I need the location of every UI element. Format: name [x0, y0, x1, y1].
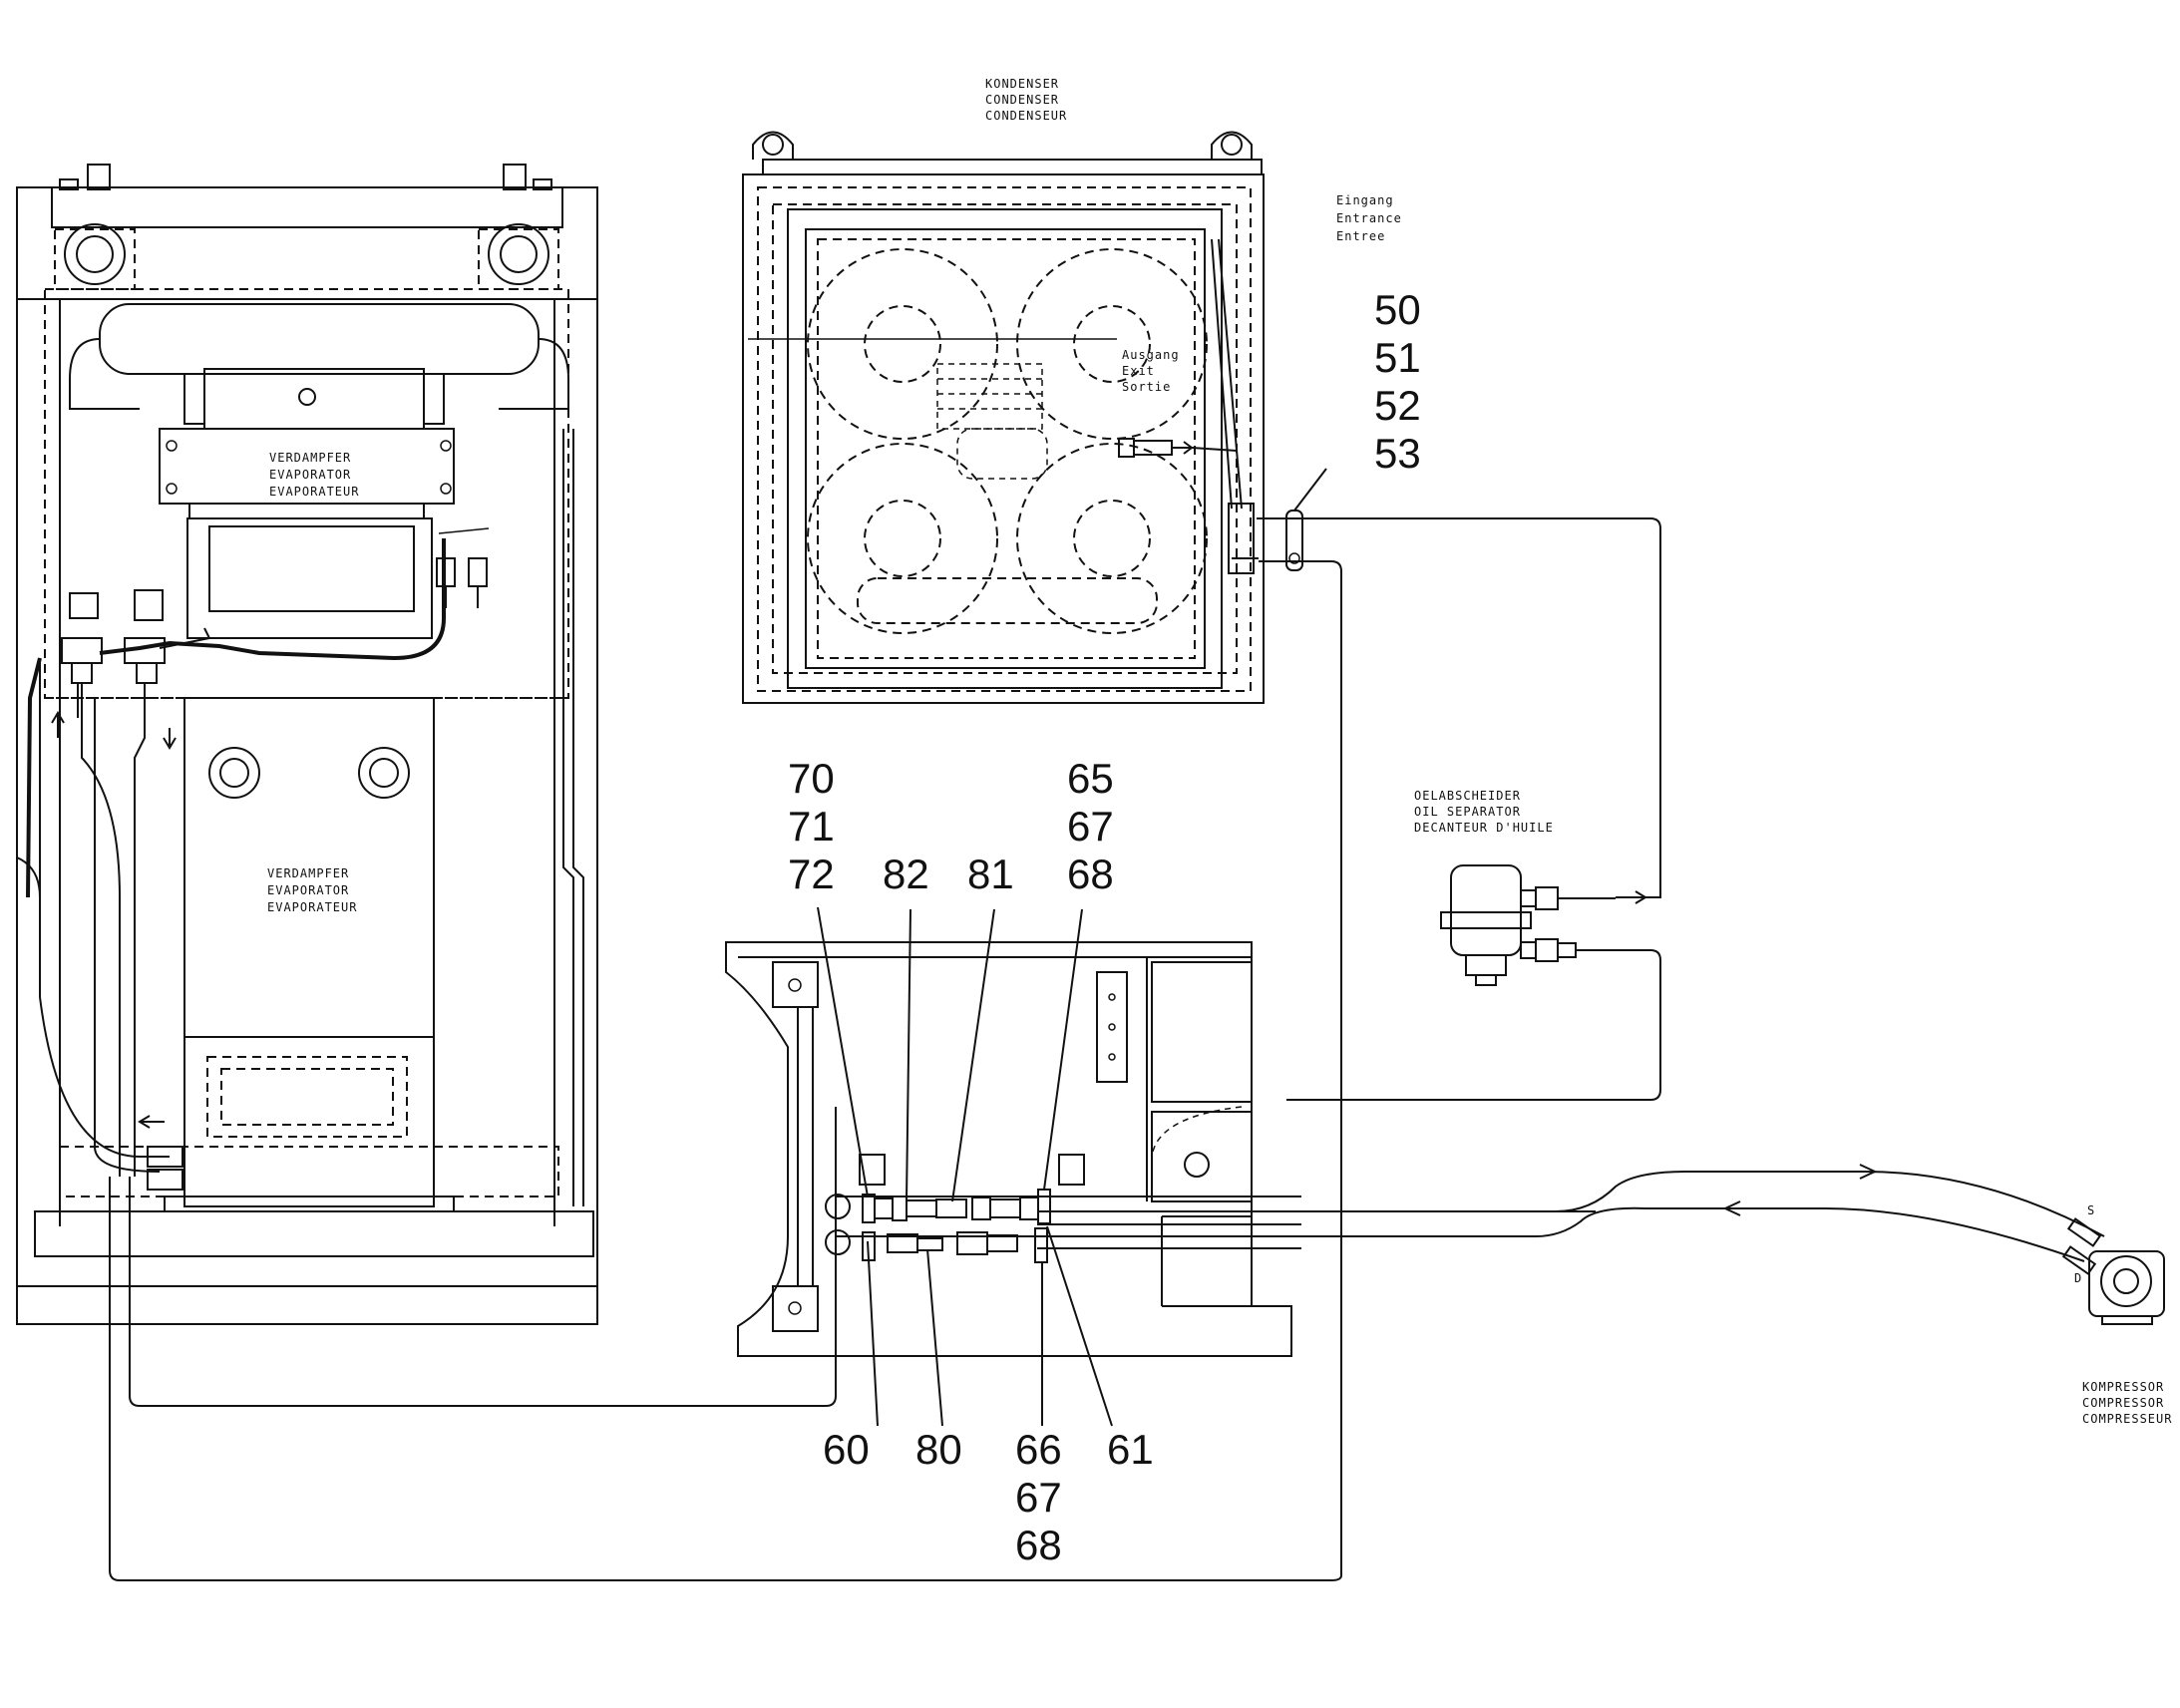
bulkhead-pipe-run: [129, 906, 1596, 1427]
compressor-port-discharge: D: [2074, 1271, 2082, 1285]
callout-61: 61: [1107, 1426, 1154, 1473]
condenser-unit: KONDENSER CONDENSER CONDENSEUR Ausgang: [742, 77, 1402, 704]
callout-66: 66: [1015, 1426, 1062, 1473]
return-pipe-long: [109, 560, 1342, 1581]
callout-68-bottom: 68: [1015, 1522, 1062, 1568]
callout-50: 50: [1374, 286, 1421, 333]
callout-numbers: 50 51 52 53 70 71 72 82 81 65 67 68 60 8…: [788, 286, 1421, 1568]
condenser-inlet-label-3: Entree: [1336, 229, 1385, 243]
compressor-label-2: COMPRESSOR: [2082, 1396, 2164, 1410]
condenser-label-2: CONDENSER: [985, 93, 1059, 107]
callout-68-top: 68: [1067, 851, 1114, 897]
oil-separator: OELABSCHEIDER OIL SEPARATOR DECANTEUR D'…: [1414, 789, 1650, 986]
compressor-label-1: KOMPRESSOR: [2082, 1380, 2164, 1394]
evaporator-unit: VERDAMPFER EVAPORATOR EVAPORATEUR VERDAM…: [16, 164, 598, 1325]
condenser-inlet-label-2: Entrance: [1336, 211, 1402, 225]
separator-return-pipe: [1286, 949, 1661, 1101]
oil-separator-label-1: OELABSCHEIDER: [1414, 789, 1521, 803]
callout-81: 81: [967, 851, 1014, 897]
callout-65: 65: [1067, 755, 1114, 802]
evaporator-bottom-label-1: VERDAMPFER: [267, 866, 349, 880]
callout-60: 60: [823, 1426, 870, 1473]
bulkhead-frame: [725, 941, 1292, 1357]
callout-72: 72: [788, 851, 835, 897]
evaporator-top-label-3: EVAPORATEUR: [269, 485, 359, 499]
condenser-inlet-label-1: Eingang: [1336, 193, 1394, 207]
condenser-outlet-label-1: Ausgang: [1122, 348, 1180, 362]
callout-82: 82: [883, 851, 929, 897]
evaporator-bottom-label-3: EVAPORATEUR: [267, 900, 357, 914]
callout-52: 52: [1374, 382, 1421, 429]
oil-separator-label-2: OIL SEPARATOR: [1414, 805, 1521, 819]
callout-71: 71: [788, 803, 835, 850]
oil-separator-label-3: DECANTEUR D'HUILE: [1414, 821, 1554, 835]
callout-53: 53: [1374, 430, 1421, 477]
evaporator-top-label-1: VERDAMPFER: [269, 451, 351, 465]
condenser-outlet-label-3: Sortie: [1122, 380, 1171, 394]
compressor-label-3: COMPRESSEUR: [2082, 1412, 2172, 1426]
condenser-label-1: KONDENSER: [985, 77, 1059, 91]
condenser-label-3: CONDENSEUR: [985, 109, 1067, 123]
condenser-outlet-label-2: Exit: [1122, 364, 1155, 378]
callout-67-top: 67: [1067, 803, 1114, 850]
evaporator-top-label-2: EVAPORATOR: [269, 468, 351, 482]
compressor-lines: [1301, 1164, 2105, 1262]
evaporator-bottom-label-2: EVAPORATOR: [267, 883, 349, 897]
compressor-port-suction: S: [2087, 1203, 2095, 1217]
callout-80: 80: [915, 1426, 962, 1473]
callout-67-bottom: 67: [1015, 1474, 1062, 1521]
compressor: S D KOMPRESSOR COMPRESSOR COMPRESSEUR: [2061, 1203, 2172, 1426]
condenser-to-separator-pipe: [1257, 517, 1661, 898]
callout-70: 70: [788, 755, 835, 802]
callout-51: 51: [1374, 334, 1421, 381]
